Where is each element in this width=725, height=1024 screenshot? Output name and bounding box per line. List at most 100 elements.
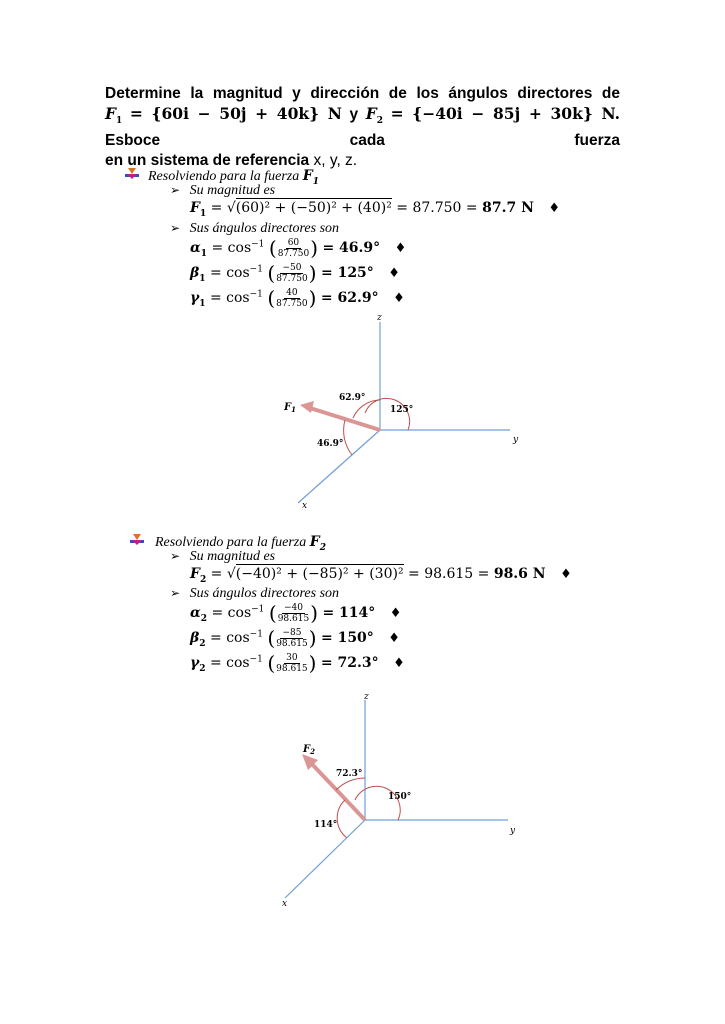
alpha-symbol: α: [190, 240, 201, 256]
f1-vector: = {60i − 50j + 40k} N: [129, 104, 342, 123]
sqrt-icon: √: [226, 566, 236, 582]
sqrt-icon: √: [226, 200, 236, 216]
force-2-arrowhead: [302, 754, 318, 770]
section-1-angles-label: Sus ángulos directores son: [189, 221, 340, 236]
alpha-symbol: α: [190, 605, 201, 621]
magnitude-1-value: = 87.750 =: [396, 200, 478, 216]
beta-2-arc: [354, 785, 401, 821]
diamond-icon: ♦: [548, 201, 560, 216]
f2-vector: = {−40i − 85j + 30k} N.: [390, 104, 621, 123]
magnitude-2-symbol: F: [190, 566, 200, 582]
inverse-exponent: −1: [251, 604, 265, 615]
arrow-bullet-icon: ➢: [170, 221, 181, 235]
gamma-symbol: γ: [190, 655, 200, 671]
section-2-magnitude-equation: F2 = √(−40)² + (−85)² + (30)² = 98.615 =…: [190, 564, 572, 585]
arrow-bullet-icon: ➢: [170, 586, 181, 600]
fraction-numerator: −85: [280, 627, 304, 639]
diamond-icon: ♦: [388, 631, 400, 646]
fraction-denominator: 87.750: [277, 248, 310, 259]
section-1-heading-var: F: [302, 168, 313, 184]
f1-subscript: 1: [116, 116, 123, 127]
gamma-sub: 1: [199, 298, 206, 309]
colored-arrow-bullet-icon: [125, 168, 139, 179]
diamond-icon: ♦: [389, 606, 402, 621]
inverse-exponent: −1: [249, 654, 263, 665]
alpha-2-label: 114°: [314, 820, 337, 830]
fraction-numerator: 30: [284, 652, 300, 664]
diamond-icon: ♦: [394, 241, 407, 256]
gamma-2-label: 72.3°: [336, 769, 362, 779]
cos-function: = cos: [210, 630, 250, 646]
section-2-heading-text: Resolviendo para la fuerza: [155, 535, 307, 550]
diamond-icon: ♦: [393, 656, 405, 671]
section-2-heading-var: F: [309, 534, 320, 550]
beta-1-arc: [364, 397, 411, 431]
problem-line-2-tail: Esboce cada fuerza: [105, 132, 620, 150]
alpha-sub: 2: [200, 613, 208, 624]
beta-sub: 2: [199, 638, 206, 649]
x-axis-label: x: [302, 501, 307, 511]
z-axis-label: z: [363, 692, 369, 702]
force-1-label: F1: [283, 402, 296, 414]
fraction-denominator: 98.615: [276, 638, 308, 649]
section-force-1: Resolviendo para la fuerza F1 ➢ Su magni…: [125, 168, 560, 511]
angle-result: = 114°: [322, 605, 376, 621]
cos-function: = cos: [211, 240, 252, 256]
beta-2-label: 150°: [388, 792, 411, 802]
gamma-symbol: γ: [190, 290, 200, 306]
f2-symbol: F: [365, 104, 377, 123]
y-axis-label: y: [509, 826, 516, 836]
section-1-magnitude-equation: F1 = √(60)² + (−50)² + (40)² = 87.750 = …: [190, 198, 560, 219]
gamma-1-label: 62.9°: [339, 393, 365, 403]
section-1-angles-label-row: ➢ Sus ángulos directores son: [170, 221, 339, 237]
section-1-magnitude-label: Su magnitud es: [189, 183, 276, 198]
beta-symbol: β: [190, 630, 200, 646]
section-2-angles-label-row: ➢ Sus ángulos directores son: [170, 586, 339, 602]
x-axis-label: x: [282, 899, 287, 909]
fraction-numerator: 60: [285, 237, 302, 249]
problem-statement: Determine la magnitud y dirección de los…: [105, 84, 620, 171]
arrow-bullet-icon: ➢: [170, 183, 181, 197]
magnitude-1-radicand: (60)² + (−50)² + (40)²: [235, 198, 392, 216]
fraction-numerator: 40: [284, 287, 300, 299]
problem-line-2: F1 = {60i − 50j + 40k} N y F2 = {−40i − …: [105, 104, 620, 151]
x-axis: [284, 819, 366, 899]
force-2-vector: [308, 760, 367, 822]
diamond-icon: ♦: [393, 291, 405, 306]
magnitude-1-result: 87.7 N: [482, 200, 534, 216]
inverse-exponent: −1: [249, 264, 263, 275]
magnitude-2-value: = 98.615 =: [408, 566, 490, 582]
diamond-icon: ♦: [388, 266, 400, 281]
fraction-denominator: 98.615: [277, 613, 310, 624]
fraction-numerator: −50: [280, 262, 304, 274]
angle-result: = 46.9°: [322, 240, 381, 256]
alpha-1-arc: [343, 419, 353, 456]
inverse-exponent: −1: [251, 239, 265, 250]
cos-function: = cos: [209, 655, 250, 671]
section-1-heading-sub: 1: [312, 176, 319, 187]
cos-function: = cos: [209, 290, 250, 306]
beta-sub: 1: [199, 273, 206, 284]
arrow-bullet-icon: ➢: [170, 549, 181, 563]
alpha-2-arc: [336, 799, 348, 839]
y-axis-label: y: [512, 435, 519, 445]
diamond-icon: ♦: [560, 567, 572, 582]
magnitude-2-sub: 2: [199, 574, 207, 585]
fraction-denominator: 87.750: [276, 273, 308, 284]
force-1-arrowhead: [300, 401, 314, 413]
gamma-sub: 2: [199, 663, 206, 674]
colored-arrow-bullet-icon: [130, 534, 144, 545]
angle-result: = 62.9°: [320, 290, 379, 306]
angle-result: = 150°: [320, 630, 374, 646]
section-1-magnitude-label-row: ➢ Su magnitud es: [170, 183, 275, 199]
force-2-label: F2: [302, 744, 315, 756]
